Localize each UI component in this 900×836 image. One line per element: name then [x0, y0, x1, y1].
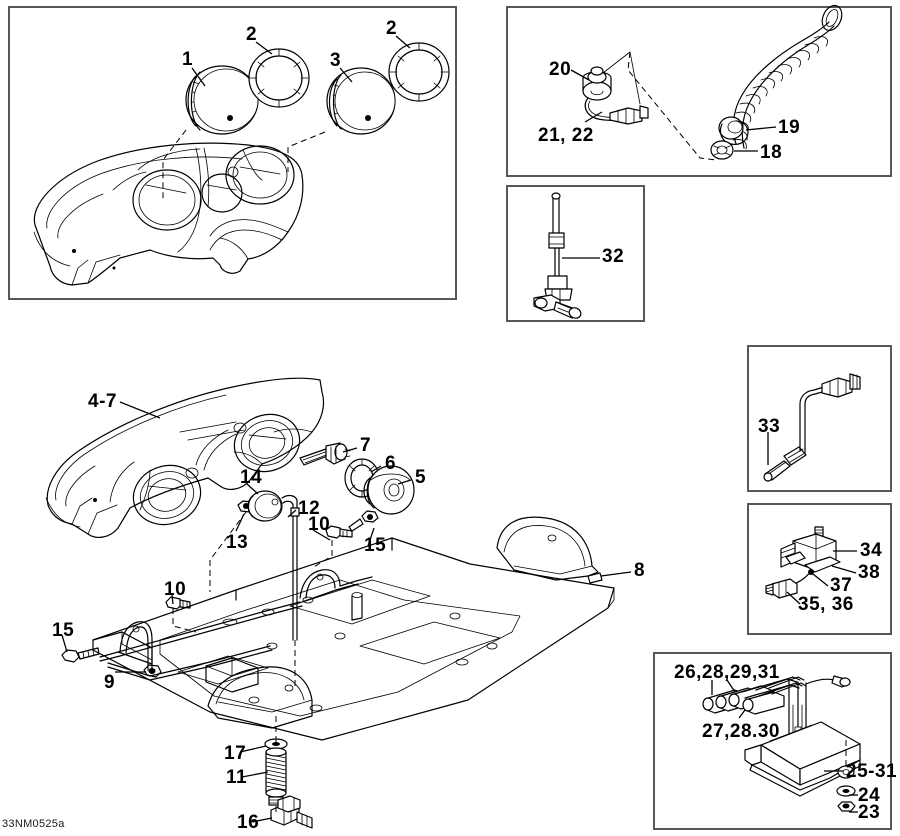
instrument-cluster-panel [8, 6, 457, 300]
callout-15-lower: 15 [52, 620, 75, 641]
callout-15-upper: 15 [364, 535, 387, 556]
callout-5: 5 [415, 467, 427, 488]
callout-19: 19 [778, 117, 801, 138]
callout-24: 24 [858, 785, 881, 806]
sheet-id-label: 33NM0525a [2, 818, 65, 830]
callout-38: 38 [858, 562, 881, 583]
tether-switch-panel [506, 6, 892, 177]
callout-20: 20 [549, 59, 572, 80]
callout-1: 1 [182, 49, 194, 70]
callout-21-22: 21, 22 [538, 125, 594, 146]
retainer-ring-6-art [345, 459, 379, 497]
callout-23: 23 [858, 802, 881, 823]
callout-2-right: 2 [386, 18, 398, 39]
antenna-panel [506, 185, 645, 322]
callout-32: 32 [602, 246, 625, 267]
callout-9: 9 [104, 672, 116, 693]
callout-34: 34 [860, 540, 883, 561]
knob-14-art [248, 491, 282, 521]
callout-25-31: 25-31 [846, 761, 898, 782]
support-bracket-art [100, 570, 372, 680]
callout-10-lower: 10 [164, 579, 187, 600]
nut-9-art [144, 665, 161, 677]
callout-4-7: 4-7 [88, 391, 117, 412]
callout-17: 17 [224, 743, 247, 764]
callout-3: 3 [330, 50, 342, 71]
callout-13: 13 [226, 532, 249, 553]
bolt-15-upper-art [349, 511, 378, 531]
callout-11: 11 [226, 767, 248, 788]
bolt-15-lower-art [62, 648, 99, 662]
callout-12: 12 [298, 498, 321, 519]
callout-6: 6 [385, 453, 397, 474]
switch-16-art [271, 796, 312, 828]
callout-35-36: 35, 36 [798, 594, 854, 615]
callout-27-28-30: 27,28.30 [702, 721, 780, 742]
spring-11-art [266, 748, 286, 805]
console-support-plate-art [93, 517, 614, 740]
rod-12-art [282, 496, 299, 640]
callout-8: 8 [634, 560, 646, 581]
callout-7: 7 [360, 435, 372, 456]
callout-18: 18 [760, 142, 783, 163]
bulb-7-art [300, 443, 350, 465]
washer-17-art [265, 739, 287, 749]
callout-10-upper: 10 [308, 514, 331, 535]
callout-14: 14 [240, 467, 263, 488]
main-assembly-guides [173, 512, 332, 742]
callout-16: 16 [237, 812, 260, 833]
callout-37: 37 [830, 575, 853, 596]
callout-33: 33 [758, 416, 781, 437]
callout-26-28-29-31: 26,28,29,31 [674, 662, 780, 683]
callout-2-left: 2 [246, 24, 258, 45]
nut-13-art [238, 501, 255, 512]
